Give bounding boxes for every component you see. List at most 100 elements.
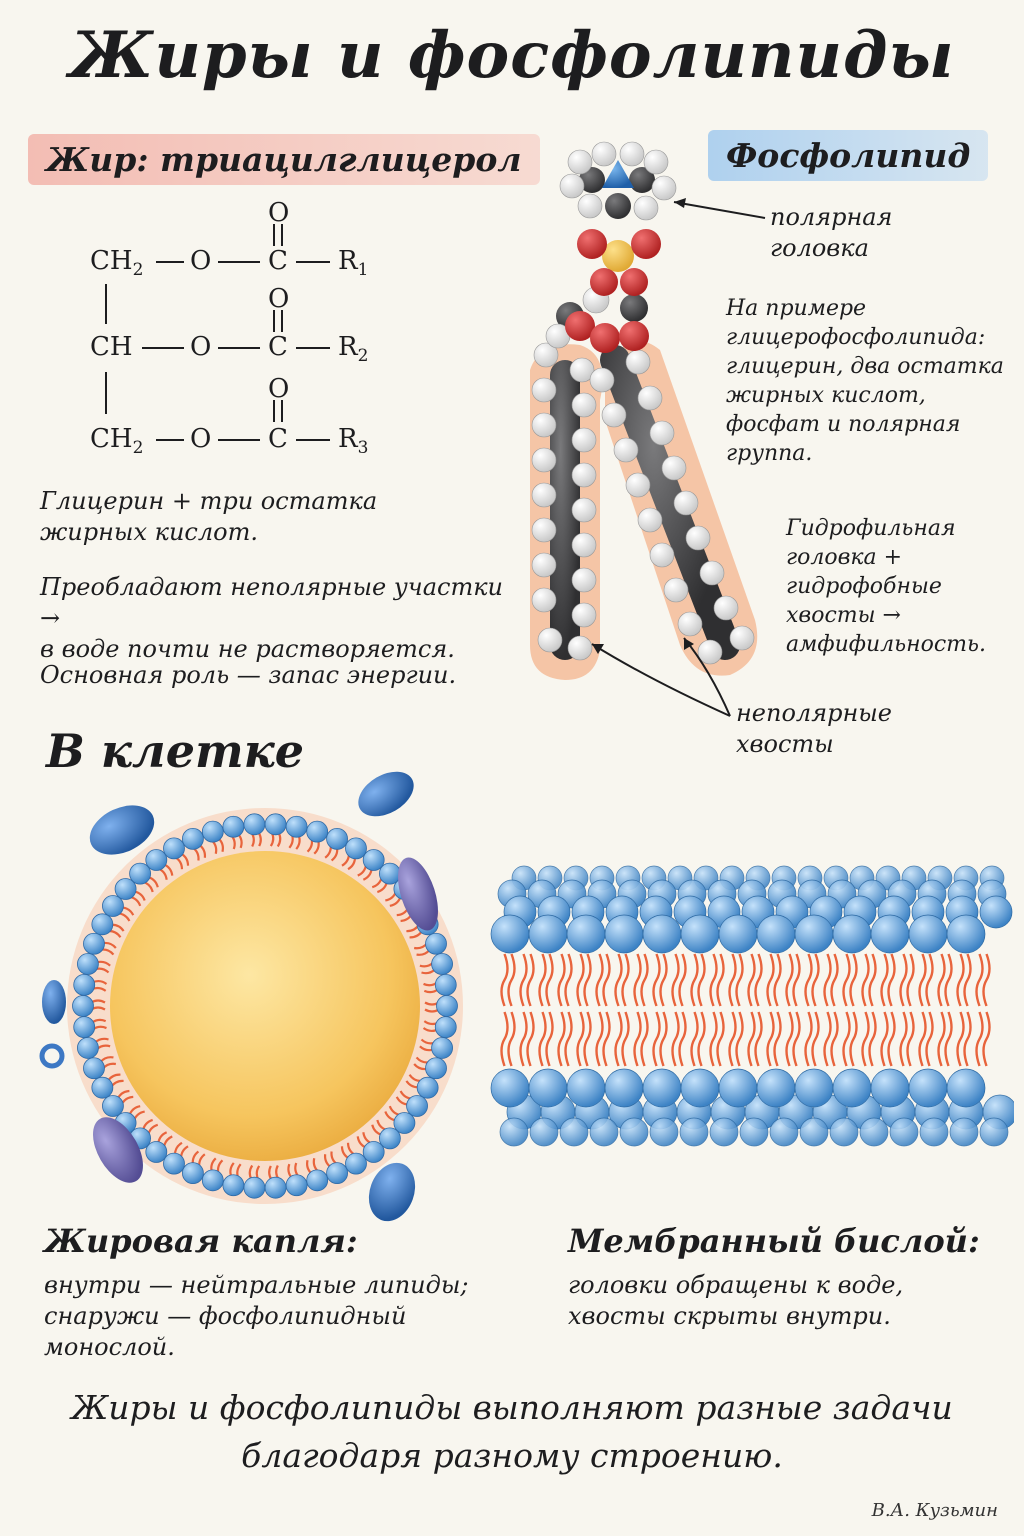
bilayer-head	[870, 1068, 910, 1108]
droplet-head	[326, 1162, 348, 1185]
droplet-head	[83, 1057, 105, 1080]
bilayer-tail	[633, 953, 642, 1007]
phosphate-group	[577, 229, 661, 296]
bilayer-head	[946, 914, 986, 954]
bilayer-tail	[640, 953, 649, 1007]
bilayer-tail	[576, 953, 585, 1007]
bilayer-tail	[557, 1011, 566, 1067]
carbonyl-o-2: O	[268, 284, 290, 314]
carbon-1: CH2	[90, 246, 144, 281]
left-tail	[531, 342, 597, 661]
bilayer-tail	[963, 953, 972, 1007]
bilayer-tail	[526, 1011, 535, 1067]
droplet-head	[201, 1169, 224, 1192]
bilayer-tail	[678, 1011, 687, 1067]
bilayer-tail	[830, 953, 839, 1007]
bilayer-head	[889, 1117, 919, 1147]
bilayer-tail	[925, 1011, 934, 1067]
bilayer-tail	[944, 953, 953, 1007]
bilayer-tail	[906, 953, 915, 1007]
bilayer-head	[979, 1117, 1009, 1147]
bilayer-tail	[963, 1011, 972, 1067]
droplet-head	[73, 973, 96, 996]
bilayer-tail	[690, 1011, 699, 1067]
bilayer-tail	[830, 1011, 839, 1067]
bilayer-tail	[709, 953, 718, 1007]
bilayer-tail	[735, 953, 744, 1007]
bilayer-tails	[500, 953, 991, 1067]
bilayer-tail	[583, 1011, 592, 1067]
bilayer-tail	[906, 1011, 915, 1067]
protein-purple-1	[398, 857, 438, 931]
bilayer-tail	[595, 1011, 604, 1067]
bilayer-tail	[811, 1011, 820, 1067]
bilayer-head	[859, 1117, 889, 1147]
droplet-head	[264, 1176, 287, 1199]
protein-coil	[39, 1043, 65, 1069]
droplet-head	[362, 1141, 385, 1163]
bilayer-tail	[918, 953, 927, 1007]
bilayer-head	[718, 914, 758, 954]
droplet-head	[72, 995, 94, 1017]
bilayer-head	[756, 914, 796, 954]
bilayer-tail	[811, 953, 820, 1007]
bilayer-tail	[659, 953, 668, 1007]
phospholipid-heading: Фосфолипид	[708, 130, 989, 181]
amphiphilicity-note: Гидрофильная головка + гидрофобные хвост…	[786, 516, 987, 657]
bilayer-tail	[602, 1011, 611, 1067]
bilayer-tail	[754, 953, 763, 1007]
bilayer-tail	[982, 1011, 991, 1067]
bilayer-head	[769, 1117, 799, 1147]
bilayer-tail	[849, 1011, 858, 1067]
droplet-head	[222, 815, 245, 838]
bilayer-tail	[925, 953, 934, 1007]
carbonyl-c-2: C	[268, 332, 288, 362]
bilayer-tail	[773, 1011, 782, 1067]
droplet-head	[77, 953, 99, 975]
bilayer-tail	[557, 953, 566, 1007]
bilayer-tail	[602, 953, 611, 1007]
bilayer-tail	[804, 953, 813, 1007]
droplet-head	[129, 862, 152, 885]
bilayer-tail	[652, 1011, 661, 1067]
bilayer-tail	[640, 1011, 649, 1067]
r-group-1: R1	[338, 246, 369, 281]
oxygen-2: O	[190, 332, 212, 362]
bilayer-tail	[766, 1011, 775, 1067]
upper-leaflet-heads	[490, 914, 986, 954]
bilayer-head	[680, 914, 720, 954]
droplet-head	[416, 1076, 439, 1099]
bilayer-tail	[671, 1011, 680, 1067]
bilayer-head	[680, 1068, 720, 1108]
bilayer-tail	[583, 953, 592, 1007]
droplet-head	[345, 837, 367, 860]
droplet-head	[434, 973, 457, 996]
bilayer-tail	[792, 953, 801, 1007]
bilayer-tail	[576, 1011, 585, 1067]
droplet-head	[431, 1037, 453, 1059]
protein-blue-1	[89, 805, 155, 855]
bilayer-tail	[545, 953, 554, 1007]
bilayer-tail	[766, 953, 775, 1007]
phospholipid-example-note: На примере глицерофосфолипида: глицерин,…	[726, 296, 1004, 466]
bilayer-tail	[899, 1011, 908, 1067]
droplet-head	[163, 837, 185, 860]
bilayer-tail	[519, 1011, 528, 1067]
droplet-head	[73, 1016, 96, 1039]
droplet-head	[393, 1112, 416, 1134]
bilayer-head	[739, 1117, 769, 1147]
bilayer-caption-title: Мембранный бислой:	[568, 1222, 980, 1260]
droplet-head	[326, 827, 348, 850]
label-nonpolar-tails: неполярные хвосты	[736, 699, 893, 758]
droplet-head	[182, 827, 204, 850]
bilayer-tail	[519, 953, 528, 1007]
droplet-head	[145, 1141, 168, 1163]
bilayer-tail	[652, 953, 661, 1007]
bilayer-caption-text: головки обращены к воде, хвосты скрыты в…	[568, 1271, 904, 1330]
droplet-head	[145, 849, 168, 871]
bilayer-tail	[500, 1011, 509, 1067]
bilayer-head	[718, 1068, 758, 1108]
bilayer-head	[559, 1117, 589, 1147]
author-signature: В.А. Кузьмин	[871, 1500, 998, 1521]
droplet-head	[306, 1169, 329, 1192]
